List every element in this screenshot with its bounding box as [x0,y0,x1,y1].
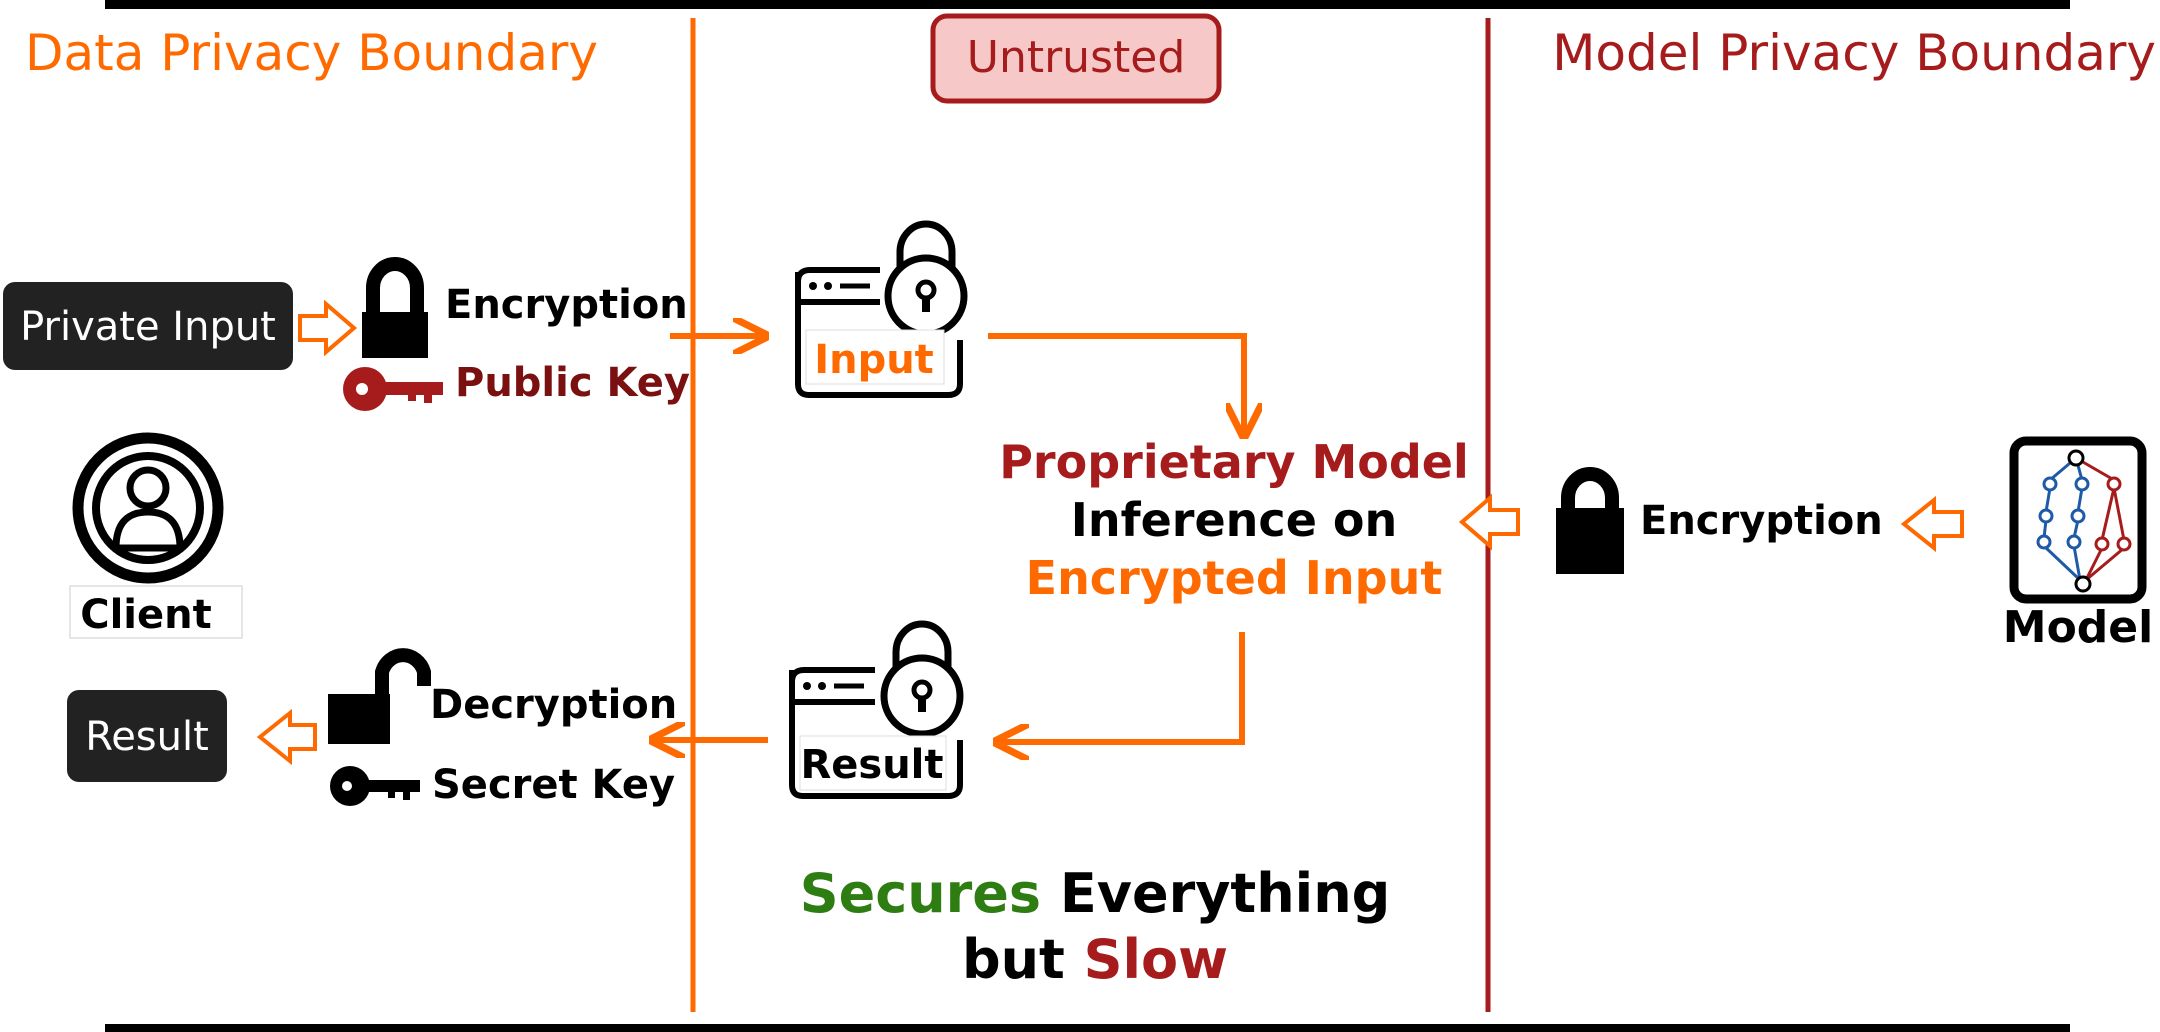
hollow-arrow-to-encrypt [298,299,358,357]
client-result-pill [67,690,227,782]
hollow-arrow-to-model-encrypt [1900,495,1964,553]
summary-line-2: but Slow [962,928,1228,991]
input-box-label-bg [805,329,945,385]
inference-line-1: Proprietary Model [999,435,1469,489]
client-result-label: Result [85,714,209,760]
key-icon [343,367,443,411]
private-input-label: Private Input [20,304,276,350]
result-box-label-bg [799,735,947,791]
neural-network-icon [2009,436,2147,604]
lock-icon [362,257,428,358]
public-key-label: Public Key [455,360,690,406]
model-encryption-label: Encryption [1640,498,1883,544]
untrusted-badge [930,13,1222,104]
secret-key-label: Secret Key [432,762,675,808]
user-icon [72,432,224,584]
inference-line-3: Encrypted Input [1026,551,1443,605]
data-privacy-boundary-title: Data Privacy Boundary [25,24,598,82]
input-box-label: Input [814,337,934,383]
result-box-label: Result [800,742,943,788]
browser-lock-icon [789,620,964,799]
private-input-pill [3,282,293,370]
arrow-input-to-inference [988,333,1244,432]
summary-line-1: Secures Everything [800,862,1391,925]
client-encryption-label: Encryption [445,282,688,328]
decryption-label: Decryption [430,682,677,728]
browser-lock-icon [795,220,968,398]
key-icon [330,766,420,806]
model-label: Model [2003,602,2153,653]
arrow-inference-to-result [1000,632,1245,742]
top-rule [105,0,2070,9]
bottom-rule [105,1024,2070,1032]
untrusted-label: Untrusted [967,32,1186,83]
model-privacy-boundary-title: Model Privacy Boundary [1552,24,2156,82]
hollow-arrow-to-result [256,708,317,766]
client-label-box [69,585,243,639]
lock-icon [1556,467,1624,574]
inference-line-2: Inference on [1071,493,1398,547]
client-label: Client [80,592,212,638]
hollow-arrow-to-inference [1458,493,1520,551]
unlock-icon [328,648,431,744]
